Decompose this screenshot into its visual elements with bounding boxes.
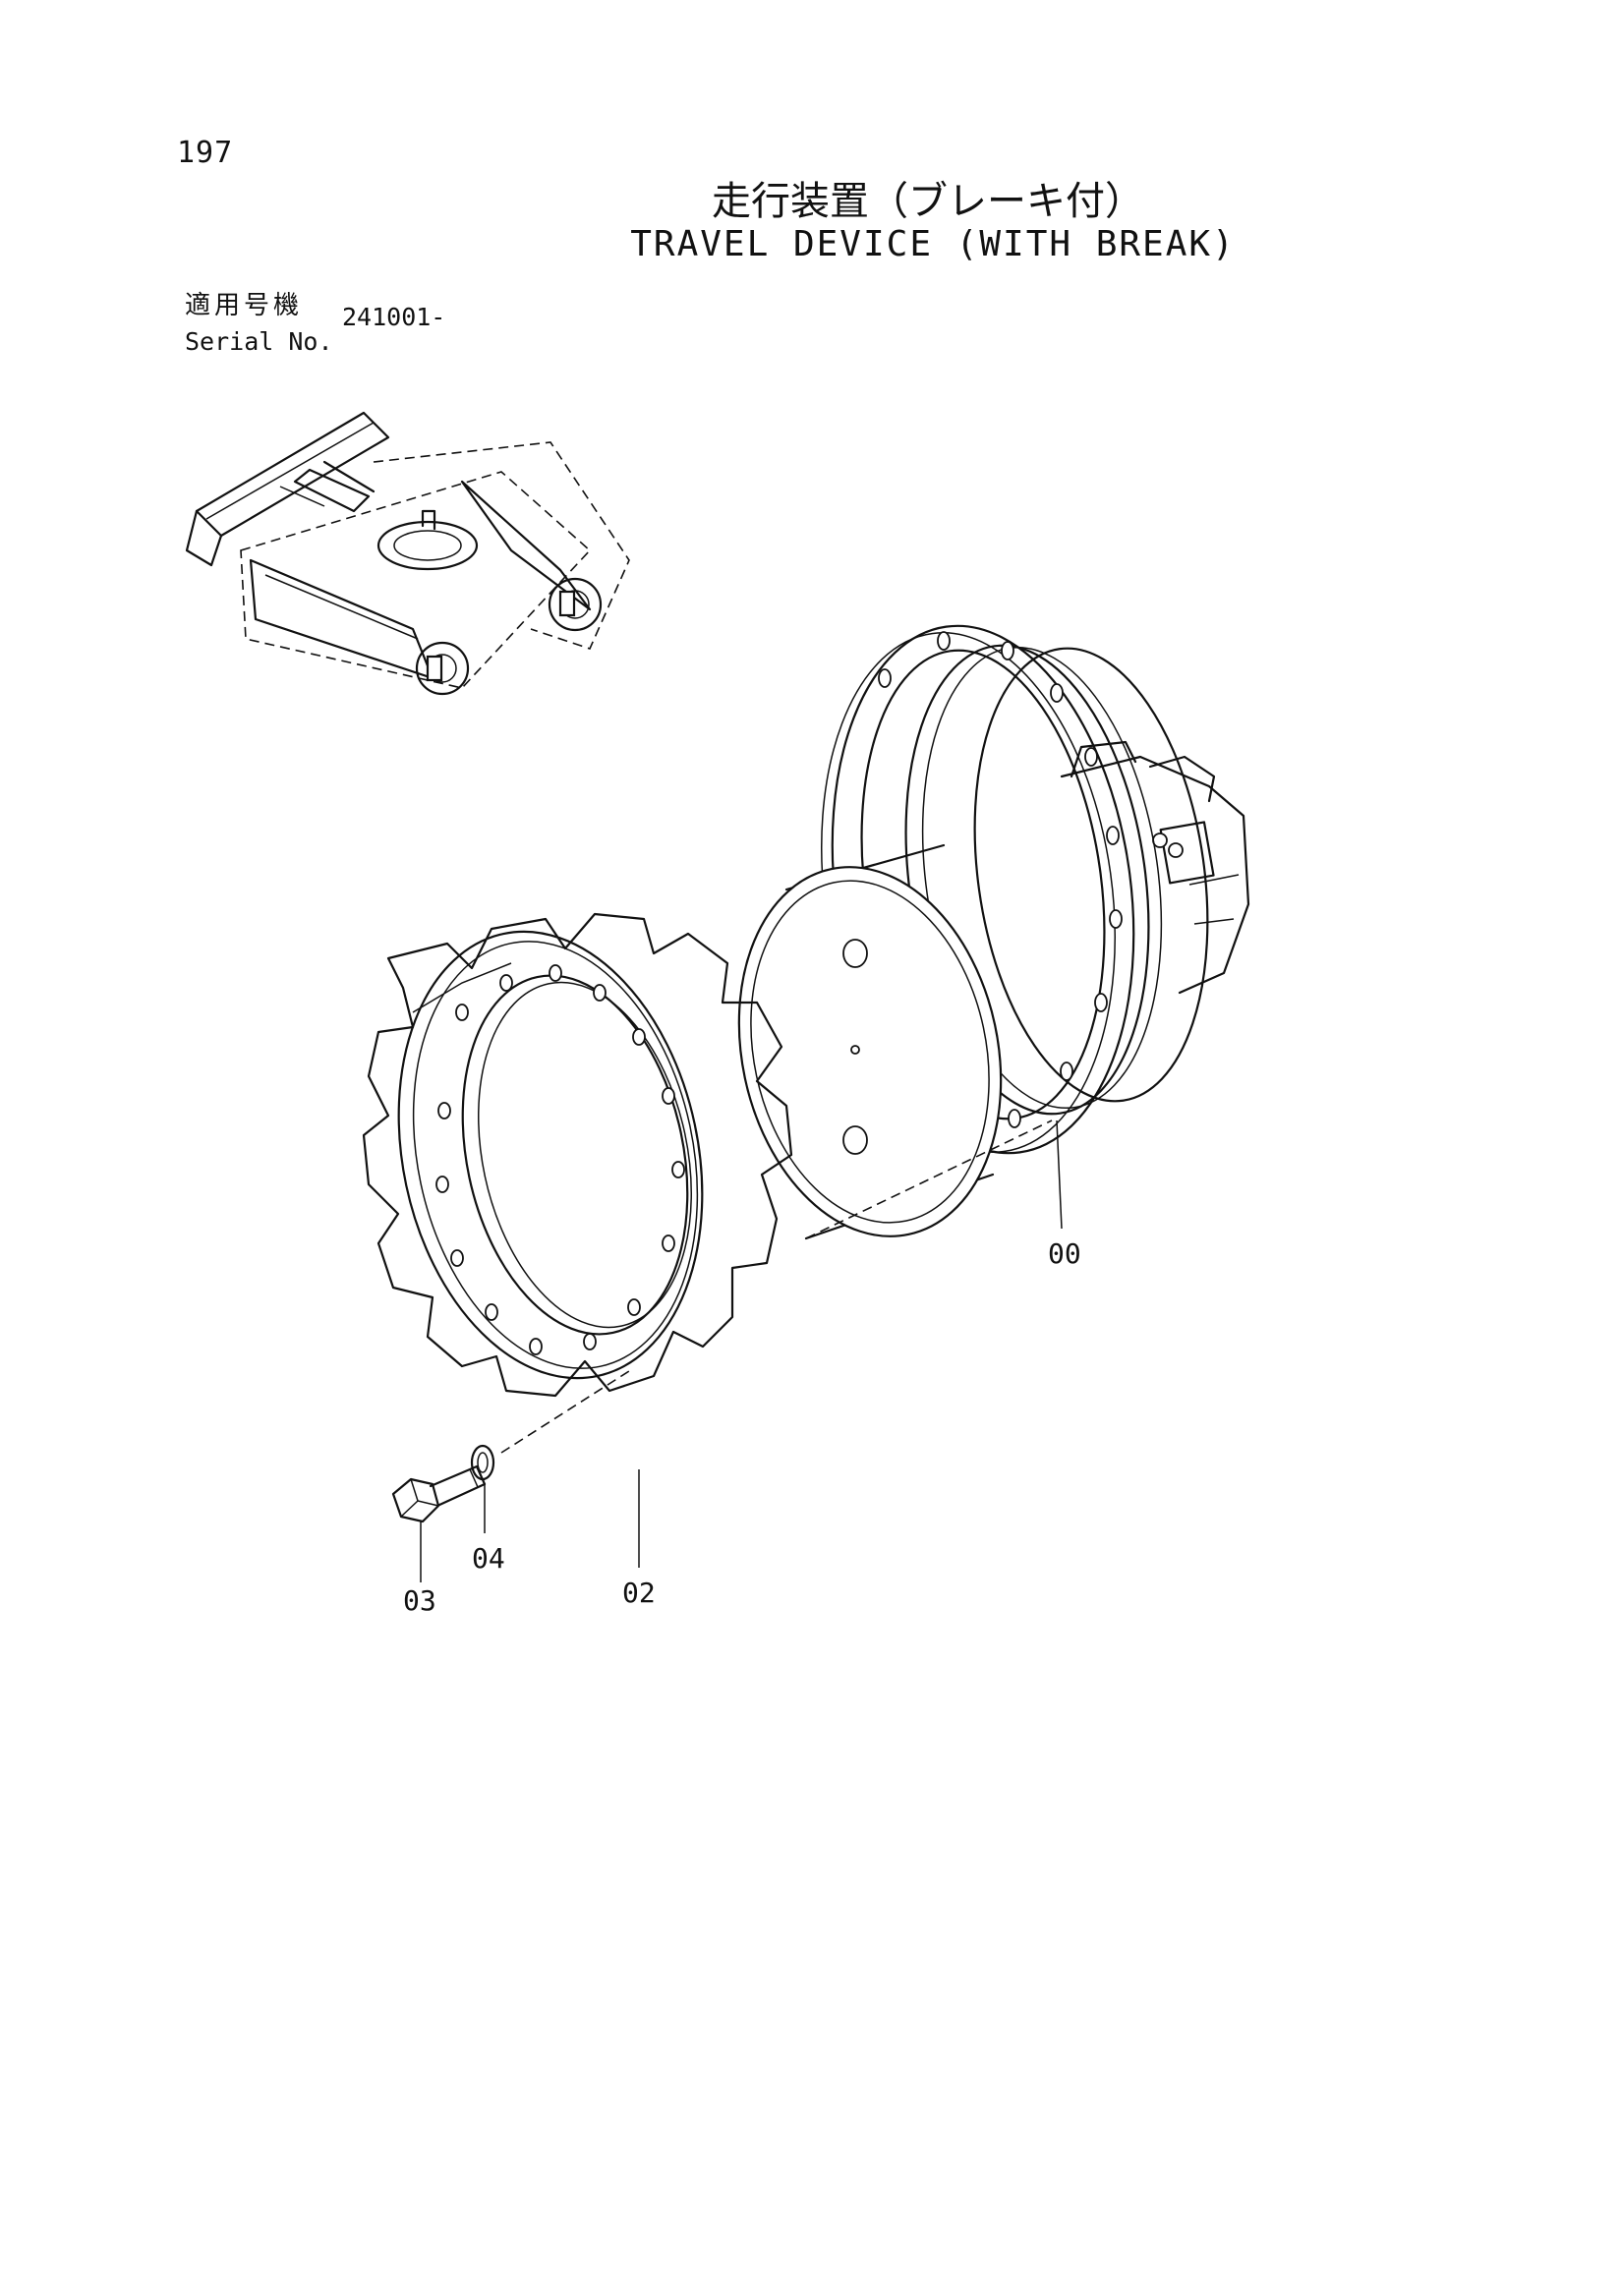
page-title-english: TRAVEL DEVICE (WITH BREAK)	[630, 224, 1236, 264]
page-number: 197	[177, 136, 234, 170]
callout-03: 03	[403, 1584, 436, 1617]
sprocket-bolt-holes	[435, 964, 685, 1355]
assembly-axis-lines	[500, 1119, 1053, 1454]
page-title-japanese: 走行装置（ブレーキ付）	[712, 179, 1144, 224]
callout-02: 02	[622, 1577, 656, 1609]
travel-motor-assembly	[737, 624, 1250, 1240]
callout-04: 04	[472, 1542, 505, 1575]
leader-lines	[420, 1119, 1063, 1582]
undercarriage-locator-sketch	[185, 411, 630, 696]
callout-00: 00	[1048, 1237, 1081, 1270]
serial-label-japanese: 適用号機	[185, 291, 304, 320]
sprocket	[362, 912, 793, 1398]
serial-number-value: 241001-	[342, 303, 446, 331]
flange-bolt-holes	[878, 631, 1123, 1128]
spring-washer	[470, 1444, 495, 1481]
serial-label-english: Serial No.	[185, 327, 333, 356]
serial-label-block: 適用号機 Serial No.	[185, 285, 333, 356]
bolt	[391, 1464, 487, 1523]
